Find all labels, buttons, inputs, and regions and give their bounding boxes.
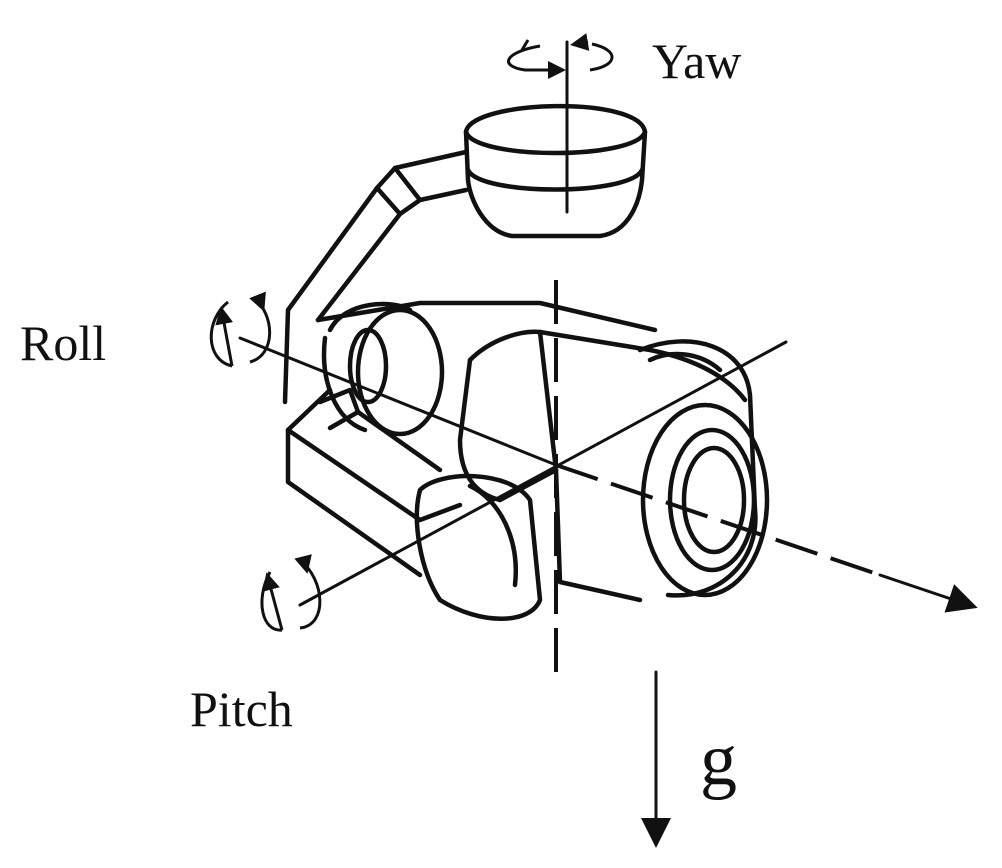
yaw-label: Yaw: [652, 33, 741, 89]
roll-motor: [321, 301, 445, 437]
roll-rotation-icon: [209, 291, 272, 368]
gimbal-arm: [282, 149, 469, 405]
camera-lens: [637, 339, 770, 598]
roll-axis: [238, 336, 978, 613]
pitch-motor: [414, 473, 543, 621]
yaw-rotation-icon: [507, 33, 614, 79]
pitch-rotation-icon: [260, 554, 322, 632]
pitch-label: Pitch: [190, 681, 293, 737]
roll-label: Roll: [20, 315, 106, 371]
pitch-axis-line: [298, 340, 788, 607]
gimbal-frame: [285, 300, 658, 578]
gravity-label: g: [700, 719, 737, 801]
yaw-motor: [463, 103, 648, 239]
camera-body: [457, 329, 748, 603]
